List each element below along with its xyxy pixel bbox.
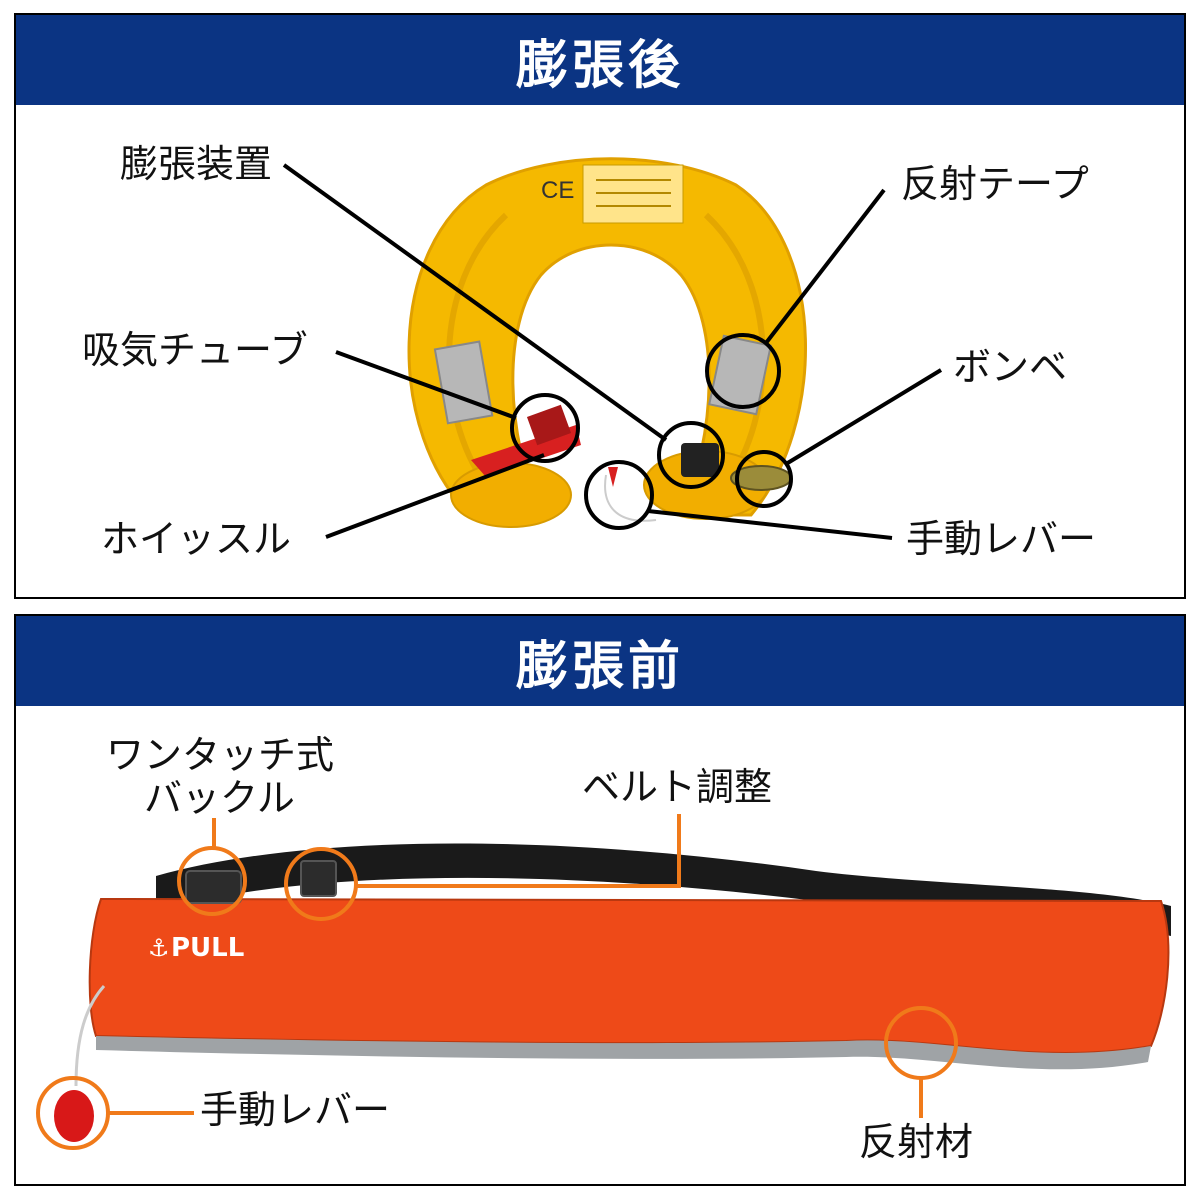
leader-reflective-tape xyxy=(764,188,886,345)
callout-circle-inflator xyxy=(657,421,725,489)
label-reflective-material: 反射材 xyxy=(859,1120,974,1164)
label-whistle: ホイッスル xyxy=(101,517,292,561)
black-belt xyxy=(156,843,1171,936)
leader-belt-adjust xyxy=(356,814,681,888)
callout-circle-manual-lever xyxy=(584,460,654,530)
banner-after: 膨張後 xyxy=(16,15,1184,105)
inflator-device xyxy=(681,443,719,477)
label-manual-lever-after: 手動レバー xyxy=(906,517,1097,561)
panel-before-inflation: 膨張前 PULL ⚓ ワンタッチ式 バックル xyxy=(14,614,1186,1186)
label-oral-tube: 吸気チューブ xyxy=(82,328,308,372)
label-manual-lever-before: 手動レバー xyxy=(200,1088,391,1132)
panel-title-before: 膨張前 xyxy=(515,636,684,697)
panel-after-inflation: 膨張後 CE xyxy=(14,13,1186,599)
label-buckle-line2: バックル xyxy=(144,776,295,820)
leader-cylinder xyxy=(784,368,943,466)
label-cylinder: ボンベ xyxy=(953,345,1068,389)
leader-inflator xyxy=(282,163,668,442)
diagram-before: PULL ⚓ xyxy=(36,814,1171,1150)
leader-oral-tube xyxy=(335,350,517,420)
label-reflective-tape: 反射テープ xyxy=(901,162,1089,206)
callout-circle-manual-lever-before xyxy=(36,1076,110,1150)
reflective-patch-right xyxy=(708,334,772,416)
pull-brand-text: PULL xyxy=(171,933,244,963)
callout-circle-oral-tube xyxy=(510,393,580,463)
panel-title-after: 膨張後 xyxy=(515,35,684,96)
belt-adjuster xyxy=(300,860,337,897)
callout-circle-reflective-tape xyxy=(705,333,781,409)
orange-belt-pouch xyxy=(88,897,1170,1054)
callout-circle-cylinder xyxy=(735,450,793,508)
label-inflator: 膨張装置 xyxy=(120,142,273,186)
ce-mark-text: CE xyxy=(541,177,574,204)
banner-before: 膨張前 xyxy=(16,616,1184,706)
leader-whistle xyxy=(325,453,545,539)
anchor-icon: ⚓ xyxy=(148,934,170,962)
leader-manual-lever xyxy=(647,509,893,540)
manual-lever-handle xyxy=(54,1090,94,1142)
label-buckle-line1: ワンタッチ式 xyxy=(106,733,335,777)
label-belt-adjust: ベルト調整 xyxy=(582,765,773,809)
one-touch-buckle xyxy=(185,870,242,904)
lever-cord xyxy=(74,984,106,1087)
diagram-after: CE xyxy=(282,157,943,540)
